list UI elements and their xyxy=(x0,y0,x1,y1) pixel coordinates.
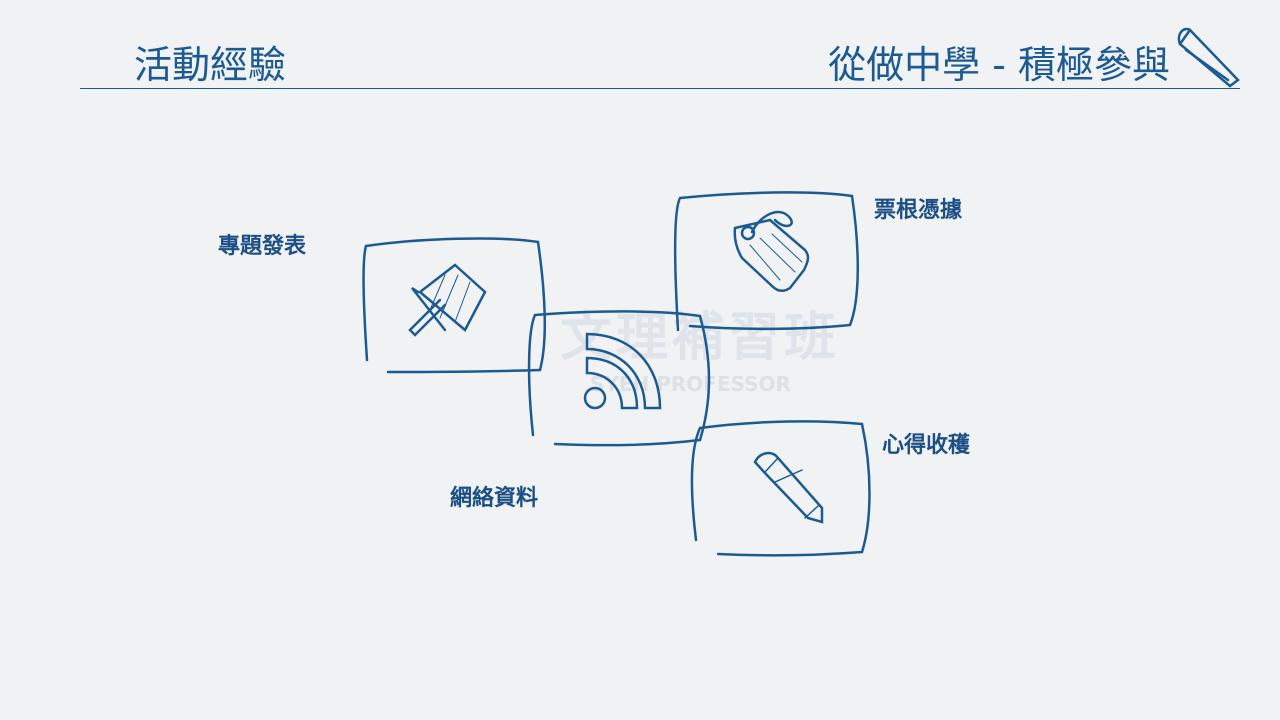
header-pencil-icon xyxy=(1177,27,1240,88)
card-tag xyxy=(673,191,859,332)
label-reflections: 心得收穫 xyxy=(882,433,971,458)
rss-icon xyxy=(583,332,662,410)
pencil-icon xyxy=(753,451,824,524)
card-rss xyxy=(527,310,711,447)
label-ticket-stubs: 票根憑據 xyxy=(874,198,963,223)
header-divider xyxy=(80,88,1240,89)
watermark-english: SYEH PROFESSOR xyxy=(590,372,791,396)
card-pushpin xyxy=(362,237,547,374)
watermark-text: 文理補習班 xyxy=(560,308,841,368)
card-pencil xyxy=(690,420,871,557)
label-presentation: 專題發表 xyxy=(218,234,307,259)
page-subtitle: 從做中學 - 積極參與 xyxy=(828,43,1170,87)
pushpin-icon xyxy=(408,263,487,337)
tag-icon xyxy=(733,210,810,292)
page-title: 活動經驗 xyxy=(134,43,287,87)
label-online-data: 網絡資料 xyxy=(450,486,539,511)
